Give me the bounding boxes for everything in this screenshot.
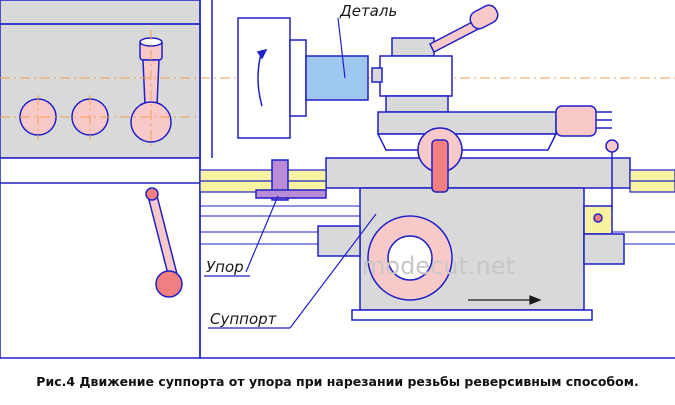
- cross-feed-screw: [555, 105, 612, 137]
- headstock: [0, 0, 201, 159]
- tool-post: [371, 37, 453, 113]
- workpiece: [305, 55, 369, 101]
- gear-lever: [130, 37, 172, 143]
- reverse-lever: [605, 139, 619, 210]
- cross-slide: [376, 111, 558, 151]
- figure-caption: Рис.4 Движение суппорта от упора при нар…: [36, 374, 639, 389]
- center-lines: [0, 30, 675, 318]
- compound-handwheel: [417, 127, 463, 193]
- stop-leader: [245, 195, 279, 273]
- carriage-handwheel: [367, 215, 453, 301]
- direction-arrow: [468, 295, 542, 305]
- carriage-leader: [289, 213, 377, 329]
- reverse-box: [583, 205, 625, 265]
- stop-block: [255, 159, 327, 201]
- bed-ways: [199, 169, 675, 193]
- stop-label: Упор: [206, 258, 244, 276]
- watermark: modecut.net: [362, 252, 515, 280]
- part-leader: [337, 17, 346, 79]
- lathe-diagram: Деталь: [0, 0, 675, 359]
- chuck: [237, 17, 307, 139]
- carriage-label: Суппорт: [210, 310, 278, 328]
- tool-post-handle: [428, 4, 499, 54]
- half-nut: [317, 225, 361, 257]
- feed-lever: [145, 187, 183, 298]
- part-label: Деталь: [339, 2, 397, 20]
